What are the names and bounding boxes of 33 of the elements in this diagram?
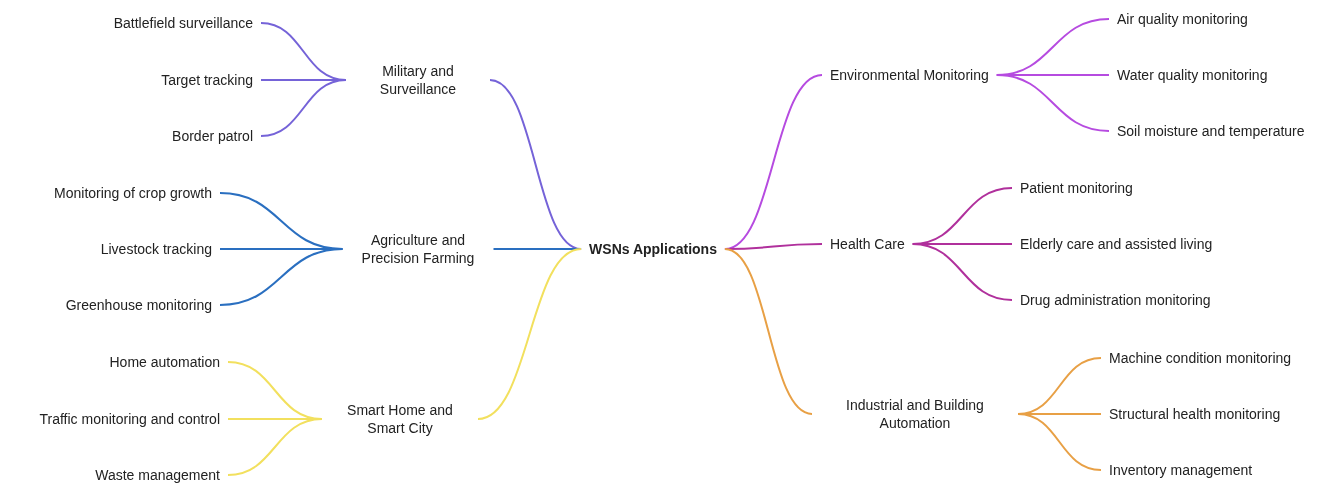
branch-connector	[219, 248, 344, 306]
category-label: Industrial and Building Automation	[812, 396, 1018, 432]
leaf-label: Patient monitoring	[1012, 179, 1141, 197]
leaf-label: Border patrol	[164, 127, 261, 145]
leaf-label: Target tracking	[153, 71, 261, 89]
leaf-label: Home automation	[101, 353, 228, 371]
leaf-label: Livestock tracking	[92, 240, 220, 258]
leaf-label: Machine condition monitoring	[1101, 349, 1300, 367]
leaf-label: Water quality monitoring	[1109, 66, 1276, 84]
leaf-label: Inventory management	[1101, 461, 1261, 479]
leaf-label: Monitoring of crop growth	[46, 184, 220, 202]
category-label: Smart Home and Smart City	[322, 401, 478, 437]
leaf-label: Structural health monitoring	[1101, 405, 1289, 423]
central-topic: WSNs Applications	[581, 240, 725, 258]
branch-connector	[227, 418, 323, 476]
branch-connector	[723, 248, 813, 415]
category-label: Environmental Monitoring	[822, 66, 997, 84]
branch-connector	[260, 79, 347, 137]
category-label: Military and Surveillance	[346, 62, 490, 98]
leaf-label: Soil moisture and temperature	[1109, 122, 1313, 140]
category-label: Health Care	[822, 235, 913, 253]
branch-connector	[477, 248, 583, 420]
branch-connector	[995, 74, 1110, 132]
branch-connector	[911, 243, 1013, 301]
leaf-label: Battlefield surveillance	[105, 14, 261, 32]
leaf-label: Air quality monitoring	[1109, 10, 1256, 28]
branch-connector	[1017, 413, 1102, 471]
leaf-label: Greenhouse monitoring	[57, 296, 220, 314]
leaf-label: Drug administration monitoring	[1012, 291, 1219, 309]
leaf-label: Waste management	[87, 466, 228, 483]
leaf-label: Elderly care and assisted living	[1012, 235, 1221, 253]
category-label: Agriculture and Precision Farming	[342, 231, 494, 267]
leaf-label: Traffic monitoring and control	[31, 410, 228, 428]
